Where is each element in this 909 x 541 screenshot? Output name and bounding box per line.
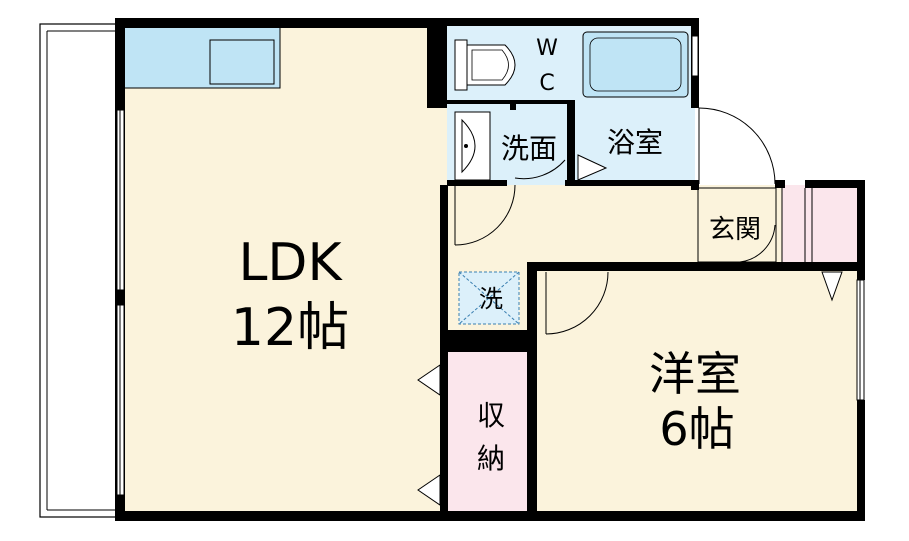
doors bbox=[454, 107, 813, 335]
wc-label-c: C bbox=[539, 71, 554, 96]
door-markers bbox=[417, 154, 843, 506]
toilet-fixture bbox=[454, 39, 516, 91]
western-room-label: 洋室 bbox=[649, 347, 741, 401]
western-room-size-label: 6帖 bbox=[659, 402, 734, 456]
laundry-label: 洗 bbox=[479, 285, 503, 313]
washbasin bbox=[454, 111, 491, 181]
western-room-floor bbox=[532, 270, 860, 517]
windows bbox=[116, 35, 865, 496]
bathtub bbox=[582, 31, 689, 98]
balcony bbox=[39, 23, 121, 518]
storage-label-1: 収 bbox=[477, 399, 505, 432]
ldk-size-label: 12帖 bbox=[231, 298, 349, 358]
shoe-cabinet bbox=[782, 185, 857, 270]
ldk-floor bbox=[120, 24, 447, 517]
washroom-label: 洗面 bbox=[501, 132, 557, 165]
entrance-label: 玄関 bbox=[709, 215, 761, 245]
bath-label: 浴室 bbox=[607, 126, 663, 159]
wc-label-w: W bbox=[536, 36, 558, 61]
kitchen-counter bbox=[119, 23, 281, 89]
storage-floor bbox=[447, 345, 532, 517]
storage-label-2: 納 bbox=[477, 442, 505, 475]
ldk-label: LDK bbox=[238, 233, 343, 293]
